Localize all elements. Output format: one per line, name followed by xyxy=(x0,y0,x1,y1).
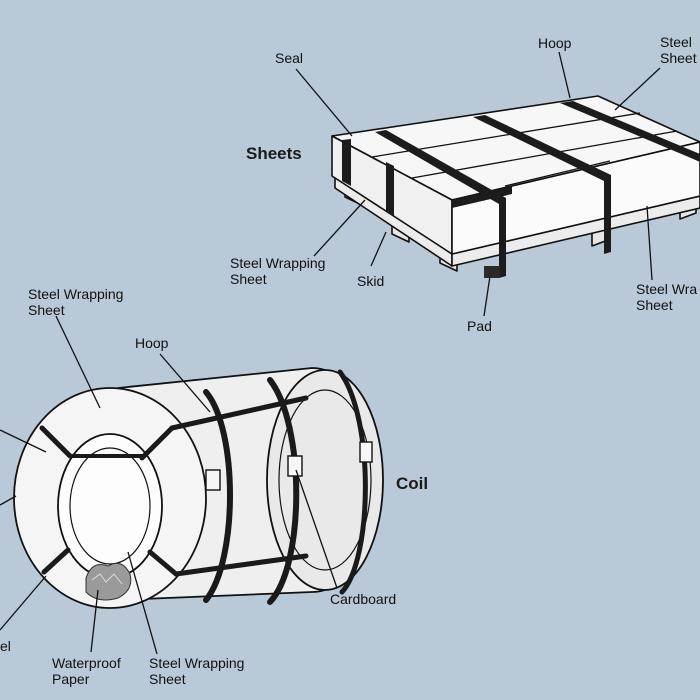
label-cardboard: Cardboard xyxy=(330,591,397,607)
sheets-heading: Sheets xyxy=(246,144,302,163)
coil-hoops xyxy=(39,369,368,605)
sheet-leader-lines xyxy=(295,51,661,317)
label-waterproof-paper: Waterproof Paper xyxy=(52,655,121,687)
pad xyxy=(484,266,500,278)
label-pad: Pad xyxy=(467,318,492,334)
label-hoop-coil: Hoop xyxy=(135,335,169,351)
coil-heading: Coil xyxy=(396,474,429,493)
label-steel-wrapping-sheet-right-sheets: Steel Wra Sheet xyxy=(636,281,698,313)
coil-cardboard-clips xyxy=(205,441,373,491)
package-side-face xyxy=(451,141,700,255)
label-steel-partial: el xyxy=(0,638,11,654)
coil-leader-lines xyxy=(0,315,338,655)
label-hoop-sheets: Hoop xyxy=(538,35,572,51)
label-steel-wrapping-sheet-top-sheets: Steel Sheet xyxy=(660,34,697,66)
waterproof-paper xyxy=(85,562,132,601)
label-seal: Seal xyxy=(275,50,304,66)
label-steel-wrapping-sheet-left-sheets: Steel Wrapping Sheet xyxy=(230,255,326,287)
label-steel-wrapping-sheet-top-coil: Steel Wrapping Sheet xyxy=(28,286,124,318)
label-skid: Skid xyxy=(357,273,385,289)
label-steel-wrapping-sheet-bottom-coil: Steel Wrapping Sheet xyxy=(149,655,245,687)
sheet-hoops xyxy=(342,101,700,278)
